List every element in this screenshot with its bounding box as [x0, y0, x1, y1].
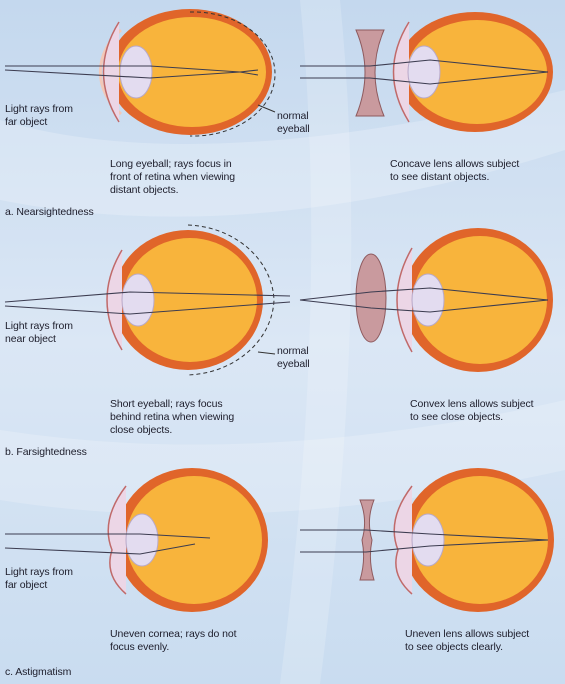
desc-farsighted: Short eyeball; rays focus behind retina …: [110, 398, 235, 436]
background-swoosh: [0, 90, 565, 217]
desc-concave-correction: Concave lens allows subject to see dista…: [390, 158, 520, 183]
eye-farsighted: [106, 230, 263, 370]
caption-nearsightedness: a. Nearsightedness: [5, 206, 94, 218]
background-swoosh: [0, 400, 565, 515]
light-rays-concave: [300, 59, 549, 85]
desc-convex-correction: Convex lens allows subject to see close …: [410, 398, 534, 423]
desc-uneven-lens-correction: Uneven lens allows subject to see object…: [405, 628, 530, 653]
label-light-rays-c: Light rays from far object: [5, 566, 73, 591]
light-rays-uneven: [300, 529, 549, 553]
concave-lens: [355, 29, 385, 117]
light-rays-convex: [299, 287, 549, 313]
eye-corrected-uneven: [393, 468, 554, 612]
eye-corrected-convex: [396, 228, 553, 372]
normal-eyeball-outline-a: [189, 11, 276, 137]
caption-astigmatism: c. Astigmatism: [5, 666, 72, 678]
caption-farsightedness: b. Farsightedness: [5, 446, 87, 458]
light-rays-b: [4, 291, 291, 315]
label-light-rays-a: Light rays from far object: [5, 103, 73, 128]
eye-astigmatic: [107, 468, 268, 612]
background-swoosh: [280, 0, 352, 684]
label-normal-eyeball-a: normal eyeball: [277, 110, 310, 135]
light-rays-c: [4, 533, 211, 555]
light-rays-a: [4, 65, 259, 79]
label-normal-eyeball-b: normal eyeball: [277, 345, 310, 370]
eye-corrected-concave: [392, 12, 553, 132]
eye-nearsighted: [98, 9, 272, 135]
label-light-rays-b: Light rays from near object: [5, 320, 73, 345]
convex-lens: [355, 253, 387, 343]
normal-eyeball-pointer-a: [257, 104, 276, 113]
desc-astigmatic: Uneven cornea; rays do not focus evenly.: [110, 628, 237, 653]
normal-eyeball-pointer-b: [257, 351, 276, 355]
desc-nearsighted: Long eyeball; rays focus in front of ret…: [110, 158, 236, 196]
